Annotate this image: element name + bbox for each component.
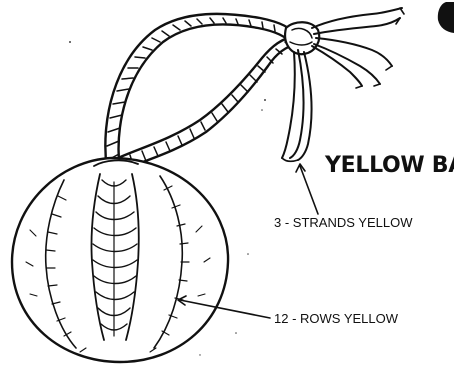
corner-logo-fragment <box>438 2 454 33</box>
bag-ball <box>12 158 228 362</box>
strands-label: 3 - STRANDS YELLOW <box>274 215 413 230</box>
diagram-title: YELLOW BAG <box>324 153 454 178</box>
strands-leader-line <box>300 166 318 214</box>
rows-label: 12 - ROWS YELLOW <box>274 311 399 326</box>
braided-cord <box>105 14 319 172</box>
